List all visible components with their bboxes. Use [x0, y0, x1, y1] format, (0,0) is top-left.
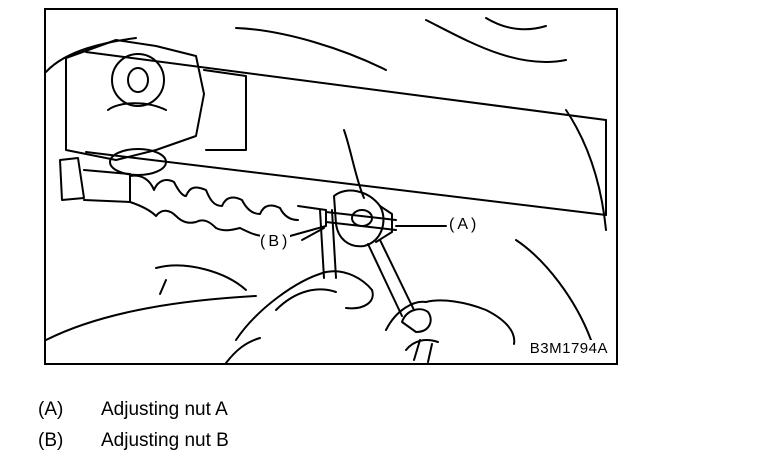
legend-key: (B): [38, 430, 64, 451]
legend: (A) Adjusting nut A (B) Adjusting nut B: [38, 394, 229, 456]
legend-text: Adjusting nut A: [101, 399, 228, 420]
legend-key: (A): [38, 399, 64, 420]
callout-label-b: (B): [260, 233, 291, 251]
figure-code: B3M1794A: [529, 340, 608, 357]
illustration-frame: (A) (B) B3M1794A: [44, 8, 618, 365]
legend-row-a: (A) Adjusting nut A: [38, 394, 229, 425]
parking-brake-cable-illustration: [46, 17, 607, 363]
callout-label-a: (A): [449, 216, 480, 234]
legend-text: Adjusting nut B: [101, 430, 229, 451]
legend-row-b: (B) Adjusting nut B: [38, 425, 229, 456]
